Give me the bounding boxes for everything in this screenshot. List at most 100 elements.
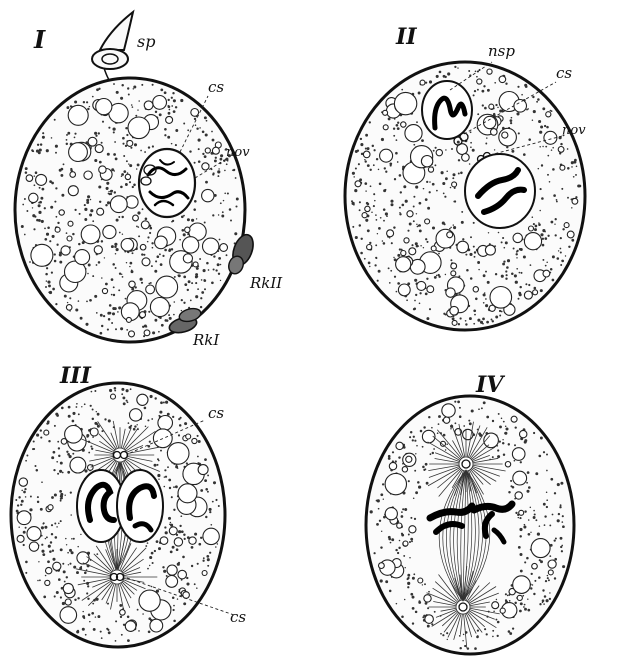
granule [149,232,151,234]
granule [171,496,173,498]
granule [84,469,87,472]
granule [121,173,124,176]
granule [38,202,40,204]
granule [18,526,19,527]
granule [411,244,413,246]
granule [179,424,182,427]
granule [92,220,94,222]
granule [122,233,123,234]
granule [534,228,537,231]
granule [413,573,415,575]
granule [488,232,489,233]
granule [214,159,217,162]
vacuole [68,186,78,196]
granule [215,269,217,271]
granule [46,267,48,269]
granule [151,586,153,588]
granule [217,175,219,177]
granule [492,420,494,422]
granule [413,308,415,310]
granule [481,407,483,409]
vacuole [137,394,148,405]
vacuole [69,143,88,162]
granule [234,232,237,235]
granule [510,480,512,482]
granule [410,593,413,596]
granule [113,83,115,85]
granule [170,522,172,524]
granule [137,211,140,214]
granule [465,323,467,325]
vacuole [396,257,411,272]
granule [429,80,432,83]
granule [218,257,221,260]
granule [552,255,555,258]
granule [404,508,407,511]
vacuole [558,147,564,153]
granule [32,448,34,450]
granule [118,216,120,218]
granule [93,628,96,631]
vacuole [517,595,522,600]
granule [111,322,113,324]
granule [365,190,366,191]
granule [452,173,455,176]
granule [514,460,516,462]
vacuole [529,226,534,231]
vacuole [19,478,27,486]
granule [106,182,109,185]
granule [56,414,59,417]
granule [369,121,371,123]
granule [180,99,183,102]
granule [535,519,537,521]
granule [516,257,517,258]
granule [413,144,415,146]
vacuole [198,465,208,475]
vacuole [150,619,163,632]
vacuole [202,163,209,170]
granule [178,434,180,436]
granule [458,159,460,161]
granule [156,464,158,466]
granule [431,427,433,429]
granule [485,304,488,307]
granule [547,174,549,176]
granule [392,451,394,453]
vacuole [193,262,198,267]
granule [511,117,513,119]
granule [147,241,149,243]
vacuole [477,79,482,84]
granule [498,413,500,415]
granule [60,548,63,551]
granule [21,500,24,503]
granule [82,611,83,612]
granule [51,456,54,459]
granule [555,538,557,540]
granule [367,147,370,150]
granule [171,143,173,145]
granule [207,491,209,493]
granule [450,227,452,229]
granule [549,555,551,557]
granule [152,145,154,147]
granule [377,280,379,282]
vacuole [203,238,219,254]
granule [375,257,377,259]
panel-iii: III cs cs [11,363,246,647]
granule [370,510,373,513]
granule [388,117,391,120]
granule [194,200,197,203]
granule [533,516,536,519]
granule [415,186,418,189]
granule [486,321,489,324]
granule [538,222,540,224]
granule [413,196,415,198]
granule [445,177,448,180]
granule [60,462,63,465]
granule [120,616,122,618]
granule [140,150,142,152]
granule [550,478,553,481]
granule [445,274,446,275]
granule [164,249,167,252]
granule [40,197,43,200]
